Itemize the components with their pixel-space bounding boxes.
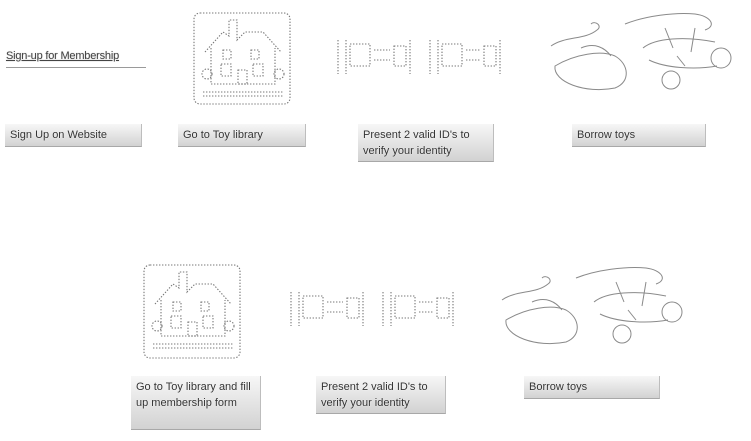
id-cards-icon [290,292,454,326]
id-cards-icon [337,40,501,74]
heading-underline [6,67,146,68]
step-borrow-toys: Borrow toys [572,124,706,147]
toys-illustration [550,13,732,90]
step-sign-up-website: Sign Up on Website [5,124,142,147]
membership-heading: Sign-up for Membership [6,50,119,62]
step-go-to-library-form: Go to Toy library and fill up membership… [131,376,261,430]
toys-illustration [501,267,683,344]
library-building-icon [193,12,291,105]
step-present-ids: Present 2 valid ID's to verify your iden… [358,124,494,162]
step-borrow-toys: Borrow toys [524,376,660,399]
library-building-icon [143,264,241,359]
step-present-ids: Present 2 valid ID's to verify your iden… [316,376,446,414]
step-go-to-library: Go to Toy library [178,124,306,147]
